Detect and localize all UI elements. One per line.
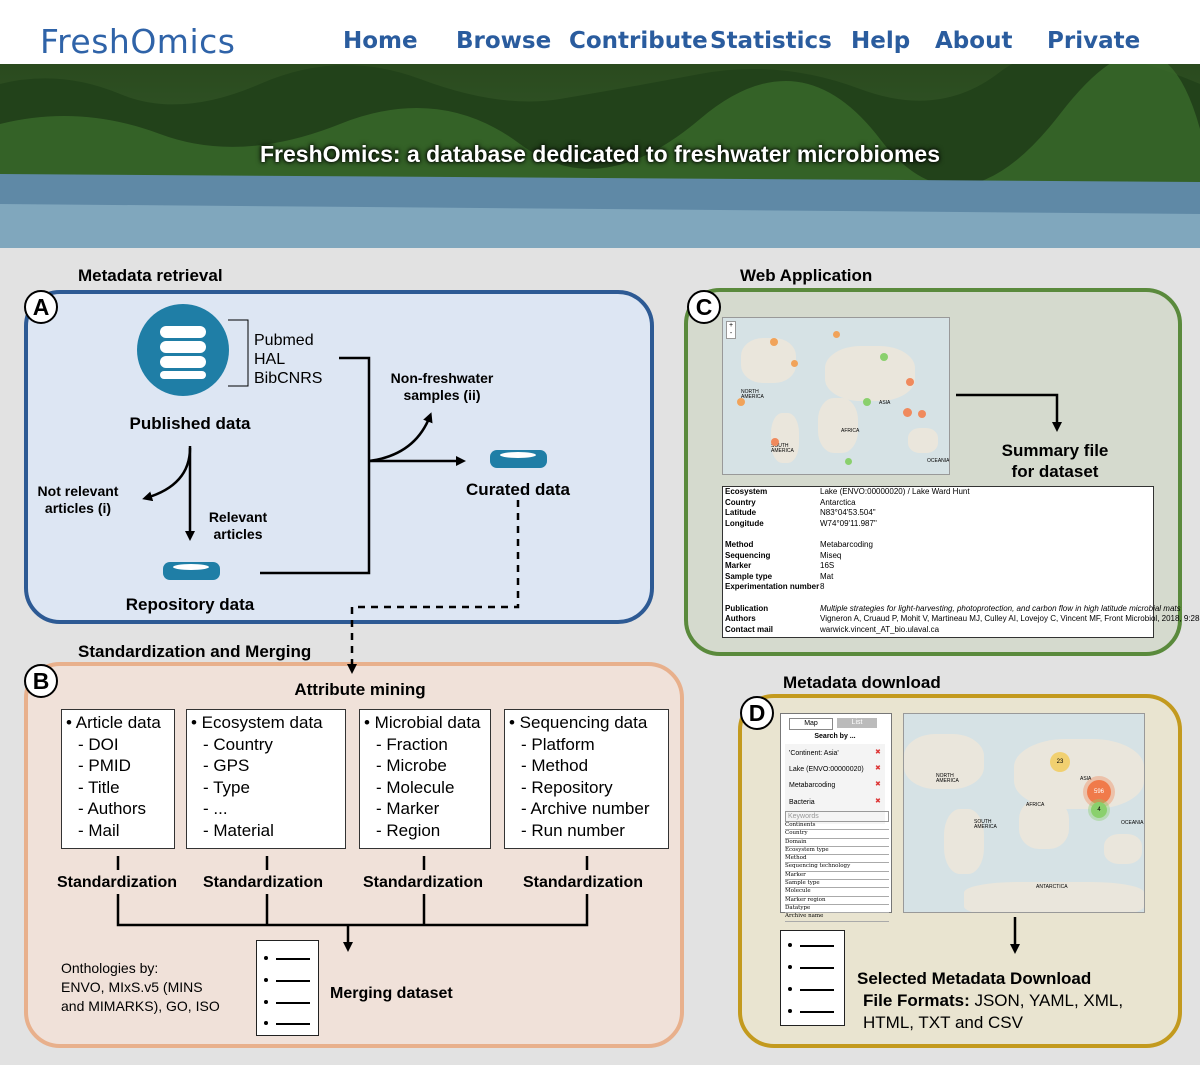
flow-arrows xyxy=(0,0,1200,1065)
